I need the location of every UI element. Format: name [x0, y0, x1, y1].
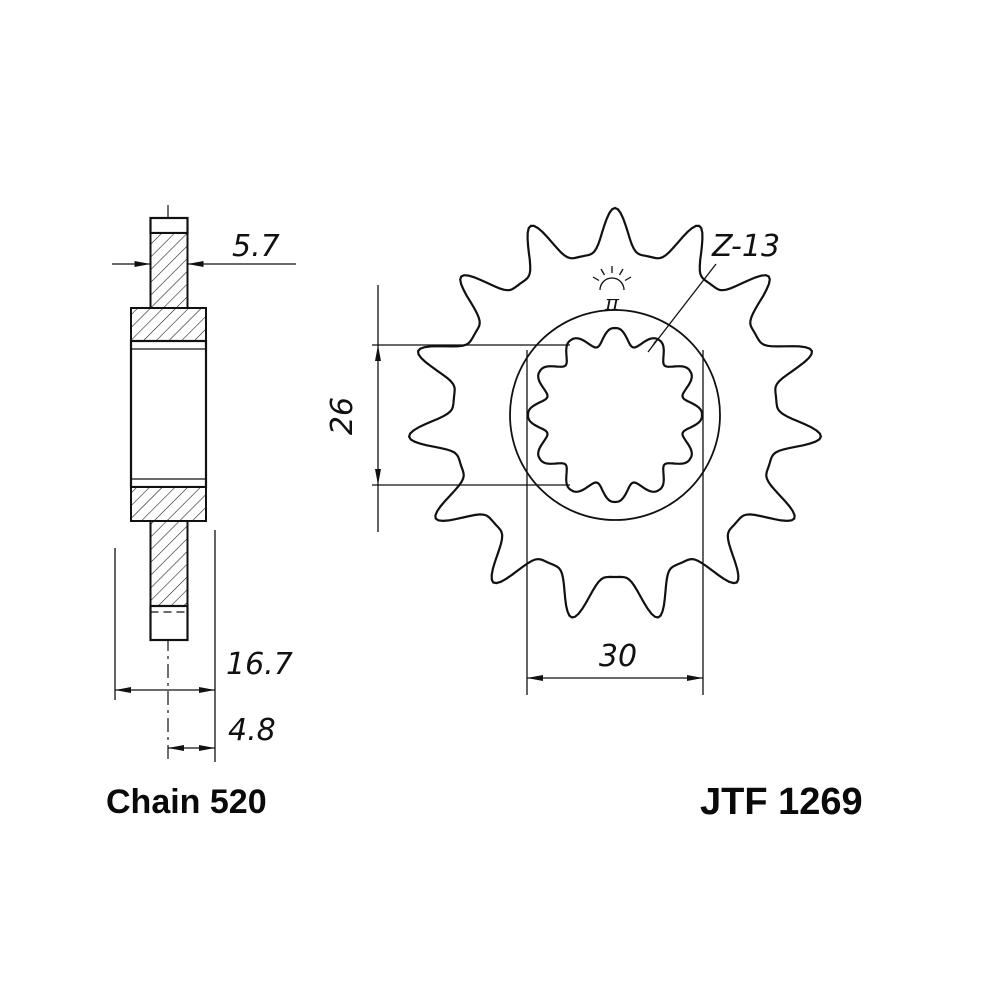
arrowhead	[134, 261, 151, 267]
arrowhead	[375, 345, 381, 361]
arrowhead	[199, 687, 215, 693]
chain-size-label: Chain 520	[106, 783, 267, 821]
upper-shaft-section	[149, 232, 189, 309]
marking-symbol: π	[592, 266, 632, 315]
dimension-4-8: 4.8	[168, 713, 276, 751]
lower-shaft-end	[149, 604, 189, 642]
arrowhead	[199, 745, 215, 751]
front-view: 26 30 Z-13 π	[325, 206, 823, 695]
spline-bore-outline	[526, 326, 704, 504]
lower-flange-section	[130, 486, 207, 522]
footer-labels: Chain 520 JTF 1269	[106, 781, 863, 823]
arrowhead	[187, 261, 204, 267]
dimension-5-7: 5.7	[112, 229, 296, 267]
sun-rays-icon	[592, 266, 632, 282]
arrowhead	[687, 675, 703, 681]
dim-label-spline-outer: 30	[599, 639, 637, 674]
dimension-26: 26	[325, 285, 570, 532]
lower-shaft-section	[149, 520, 189, 607]
shaft-top-cap	[149, 216, 189, 235]
dim-label-offset: 4.8	[228, 713, 276, 748]
sun-arc-icon	[599, 277, 625, 291]
dim-label-spline-inner: 26	[325, 397, 360, 435]
dimension-30: 30	[526, 350, 704, 695]
arrowhead	[527, 675, 543, 681]
side-section-view: 5.7 16.7 4.8	[112, 205, 296, 762]
hub-body	[129, 339, 208, 489]
dimension-16-7: 16.7	[114, 530, 293, 762]
upper-flange-section	[130, 307, 207, 342]
pi-symbol: π	[604, 291, 620, 315]
dim-label-overall-width: 16.7	[226, 647, 293, 682]
part-number-label: JTF 1269	[700, 781, 863, 823]
arrowhead	[375, 469, 381, 485]
hub-circle	[509, 309, 721, 521]
arrowhead	[648, 337, 660, 352]
teeth-count-callout: Z-13	[647, 229, 780, 353]
arrowhead	[115, 687, 131, 693]
dim-label-tooth-width: 5.7	[232, 229, 280, 264]
arrowhead	[168, 745, 184, 751]
teeth-count-label: Z-13	[711, 229, 780, 264]
